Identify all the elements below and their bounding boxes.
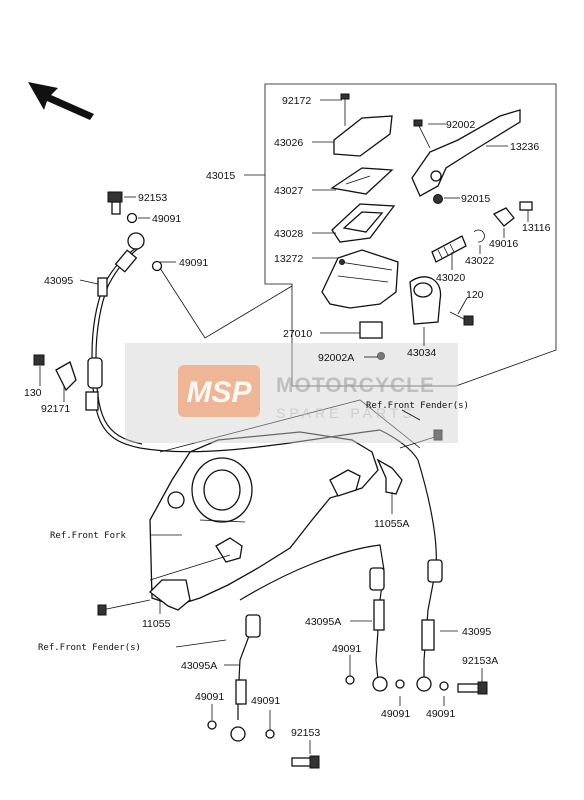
- part-label-49091-b: 49091: [179, 257, 208, 269]
- master-cylinder-group: [321, 93, 533, 360]
- part-label-43095-right: 43095: [462, 626, 491, 638]
- ref-label-front-fork: Ref.Front Fork: [50, 531, 126, 541]
- watermark: MSP MOTORCYCLE SPARE PARTS: [125, 343, 458, 443]
- part-label-49091-a: 49091: [152, 213, 181, 225]
- part-label-43015: 43015: [206, 170, 235, 182]
- part-label-49091-g: 49091: [426, 708, 455, 720]
- watermark-logo: MSP: [186, 376, 252, 409]
- part-label-43027: 43027: [274, 185, 303, 197]
- part-label-120: 120: [466, 289, 484, 301]
- leader-lines: [39, 99, 529, 754]
- part-label-43028: 43028: [274, 228, 303, 240]
- part-label-43034: 43034: [407, 347, 436, 359]
- part-label-43026: 43026: [274, 137, 303, 149]
- ref-label-front-fender-top: Ref.Front Fender(s): [366, 401, 469, 411]
- part-label-43095A-mid: 43095A: [305, 616, 341, 628]
- part-label-43095A-left: 43095A: [181, 660, 217, 672]
- part-label-43022: 43022: [465, 255, 494, 267]
- part-label-49091-f: 49091: [381, 708, 410, 720]
- part-label-92002: 92002: [446, 119, 475, 131]
- part-label-11055: 11055: [142, 618, 171, 630]
- watermark-subtitle: SPARE PARTS: [276, 405, 416, 421]
- part-label-49091-e: 49091: [251, 695, 280, 707]
- direction-arrow-icon: [28, 82, 94, 120]
- part-label-92172: 92172: [282, 95, 311, 107]
- part-label-92002A: 92002A: [318, 352, 354, 364]
- part-label-27010: 27010: [283, 328, 312, 340]
- part-label-13116: 13116: [522, 222, 551, 234]
- part-label-13236: 13236: [510, 141, 539, 153]
- part-label-92153-top: 92153: [138, 192, 167, 204]
- part-label-43020: 43020: [436, 272, 465, 284]
- part-label-49091-d: 49091: [195, 691, 224, 703]
- part-label-92153-bottom: 92153: [291, 727, 320, 739]
- part-label-49091-c: 49091: [332, 643, 361, 655]
- part-label-92153A: 92153A: [462, 655, 498, 667]
- brake-hoses: [33, 191, 488, 769]
- ref-label-front-fender-bottom: Ref.Front Fender(s): [38, 643, 141, 653]
- part-label-13272: 13272: [274, 253, 303, 265]
- watermark-title: MOTORCYCLE: [276, 374, 435, 397]
- reference-labels: Ref.Front Fender(s) Ref.Front Fork Ref.F…: [38, 401, 469, 653]
- part-label-130: 130: [24, 387, 42, 399]
- part-labels: 92172 92002 43026 13236 43015 43027 9201…: [24, 95, 551, 739]
- part-label-92171: 92171: [41, 403, 70, 415]
- assembly-outline: [264, 83, 557, 387]
- part-label-11055A: 11055A: [374, 518, 409, 530]
- part-label-92015: 92015: [461, 193, 490, 205]
- part-label-49016: 49016: [489, 238, 518, 250]
- part-label-43095-top: 43095: [44, 275, 73, 287]
